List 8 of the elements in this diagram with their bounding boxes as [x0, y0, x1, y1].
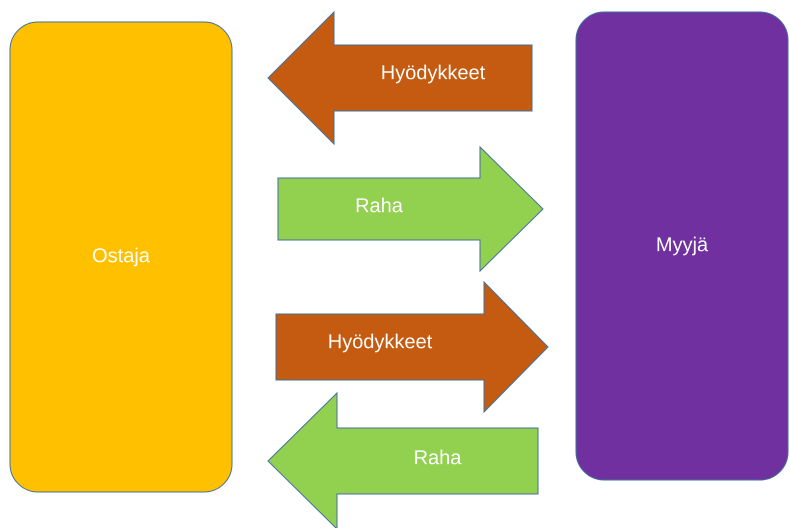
edge-label: Hyödykkeet [382, 64, 486, 84]
block-arrow [276, 280, 549, 414]
rounded-box: Ostaja [10, 22, 232, 492]
edge-label: Raha [356, 198, 403, 212]
block-arrow [278, 146, 544, 272]
rounded-box: Myyjä [576, 12, 788, 480]
edge-label: Raha [415, 450, 462, 464]
edge-label: Hyödykkeet [329, 334, 432, 352]
